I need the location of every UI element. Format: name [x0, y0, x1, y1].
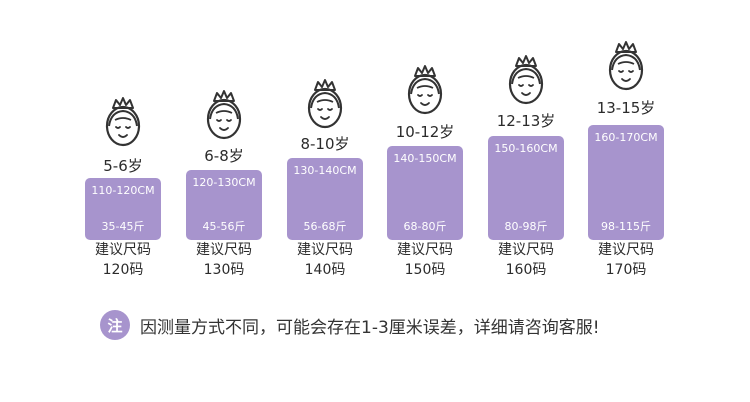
height-range: 150-160CM: [494, 142, 558, 155]
size-bar: 140-150CM 68-80斤: [387, 146, 463, 240]
recommended-size: 140码: [304, 262, 346, 278]
weight-range: 68-80斤: [403, 220, 447, 233]
girl-face-icon: [606, 40, 646, 92]
recommended-size: 150码: [404, 262, 446, 278]
recommended-size-label: 建议尺码: [297, 242, 353, 258]
weight-range: 35-45斤: [101, 220, 145, 233]
note-text: 因测量方式不同，可能会存在1-3厘米误差，详细请咨询客服!: [140, 317, 600, 338]
height-range: 140-150CM: [393, 152, 457, 165]
height-range: 110-120CM: [91, 184, 155, 197]
recommended-size-label: 建议尺码: [397, 242, 453, 258]
size-column-5: 12-13岁 150-160CM 80-98斤 建议尺码 160码: [488, 0, 564, 280]
recommended-size-label: 建议尺码: [196, 242, 252, 258]
size-bar: 160-170CM 98-115斤: [588, 125, 664, 240]
height-range: 130-140CM: [293, 164, 357, 177]
girl-face-icon: [204, 89, 244, 141]
recommended-size: 160码: [505, 262, 547, 278]
size-bar: 120-130CM 45-56斤: [186, 170, 262, 240]
age-range: 13-15岁: [596, 99, 656, 117]
age-range: 5-6岁: [103, 157, 143, 175]
size-column-4: 10-12岁 140-150CM 68-80斤 建议尺码 150码: [387, 0, 463, 280]
girl-face-icon: [405, 64, 445, 116]
recommended-size-label: 建议尺码: [95, 242, 151, 258]
weight-range: 45-56斤: [202, 220, 246, 233]
recommended-size-label: 建议尺码: [598, 242, 654, 258]
size-bar: 150-160CM 80-98斤: [488, 136, 564, 240]
weight-range: 98-115斤: [601, 220, 651, 233]
age-range: 6-8岁: [204, 147, 244, 165]
age-range: 10-12岁: [395, 123, 455, 141]
measurement-note: 注 因测量方式不同，可能会存在1-3厘米误差，详细请咨询客服!: [100, 310, 600, 340]
weight-range: 80-98斤: [504, 220, 548, 233]
size-column-3: 8-10岁 130-140CM 56-68斤 建议尺码 140码: [287, 0, 363, 280]
recommended-size: 120码: [102, 262, 144, 278]
recommended-size: 170码: [605, 262, 647, 278]
note-badge: 注: [100, 310, 130, 340]
height-range: 120-130CM: [192, 176, 256, 189]
size-column-6: 13-15岁 160-170CM 98-115斤 建议尺码 170码: [588, 0, 664, 280]
height-range: 160-170CM: [594, 131, 658, 144]
girl-face-icon: [103, 96, 143, 148]
size-bar: 110-120CM 35-45斤: [85, 178, 161, 240]
age-range: 8-10岁: [300, 135, 350, 153]
weight-range: 56-68斤: [303, 220, 347, 233]
size-column-1: 5-6岁 110-120CM 35-45斤 建议尺码 120码: [85, 0, 161, 280]
girl-face-icon: [506, 54, 546, 106]
age-range: 12-13岁: [496, 112, 556, 130]
size-column-2: 6-8岁 120-130CM 45-56斤 建议尺码 130码: [186, 0, 262, 280]
recommended-size-label: 建议尺码: [498, 242, 554, 258]
recommended-size: 130码: [203, 262, 245, 278]
size-bar: 130-140CM 56-68斤: [287, 158, 363, 240]
girl-face-icon: [305, 78, 345, 130]
